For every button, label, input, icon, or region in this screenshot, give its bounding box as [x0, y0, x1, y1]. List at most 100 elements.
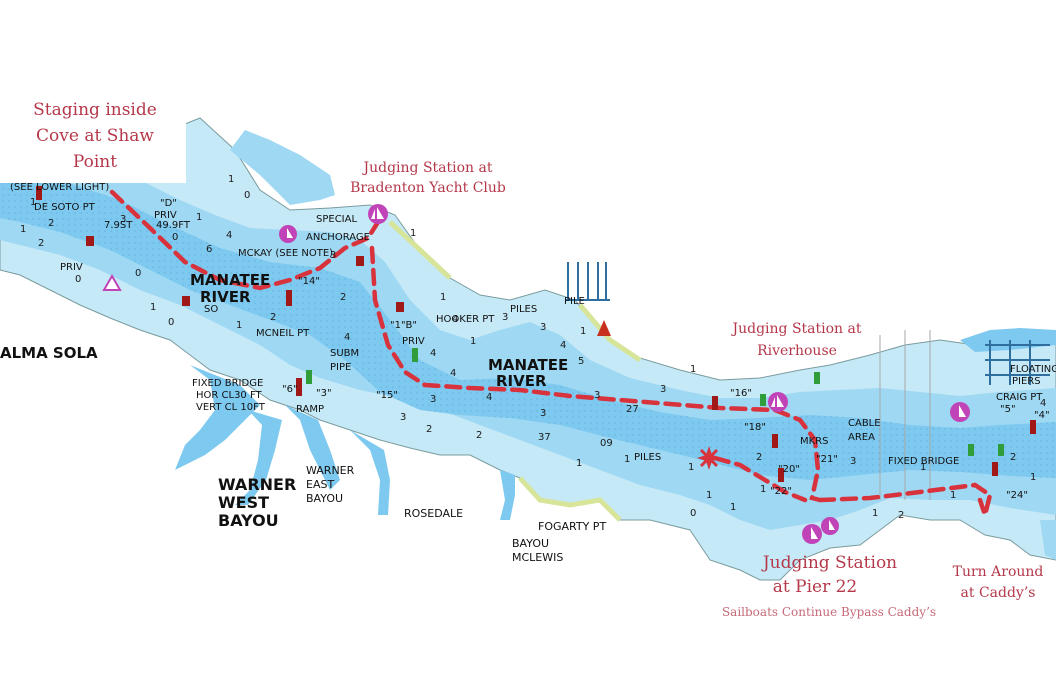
manatee-river-west-label-1: MANATEE [190, 271, 270, 289]
svg-text:4: 4 [452, 314, 458, 325]
svg-text:4: 4 [226, 230, 232, 241]
yacht-club-callout-line2: Bradenton Yacht Club [350, 180, 506, 196]
marina-sailboat-icon [768, 392, 788, 412]
de-soto-pt-label: DE SOTO PT [34, 202, 96, 213]
m3-label: "3" [316, 388, 332, 399]
staging-callout-line1: Staging inside [33, 100, 157, 120]
svg-text:27: 27 [626, 404, 639, 415]
red-channel-marker-icon [182, 296, 190, 306]
priv-label-3: PRIV [402, 336, 425, 347]
marina-sailboat-icon [279, 225, 297, 243]
warner-east-label-3: BAYOU [306, 492, 343, 505]
svg-text:3: 3 [330, 250, 336, 261]
bayou-label: BAYOU [512, 537, 549, 550]
piles-label-2: PILES [634, 452, 661, 463]
svg-text:4: 4 [560, 340, 566, 351]
warner-west-label-2: WEST [218, 493, 269, 512]
red-channel-marker-icon [772, 434, 778, 448]
pier22-callout-line2: at Pier 22 [773, 577, 857, 597]
m24-label: "24" [1006, 490, 1028, 501]
craig-pt-label: CRAIG PT [996, 392, 1043, 403]
svg-text:3: 3 [502, 312, 508, 323]
marina-sailboat-icon [821, 517, 839, 535]
staging-callout-box: Staging inside Cove at Shaw Point [0, 91, 186, 183]
place-names: MANATEE RIVER MANATEE RIVER ALMA SOLA WA… [0, 271, 606, 564]
manatee-river-east-label-2: RIVER [496, 372, 547, 390]
svg-text:1: 1 [688, 462, 694, 473]
route-segment-star-loop [712, 455, 808, 503]
route-segment-yacht-club-to-riverhouse [369, 245, 778, 413]
svg-text:1: 1 [690, 364, 696, 375]
svg-text:4: 4 [430, 348, 436, 359]
priv-label-2: PRIV [60, 262, 83, 273]
svg-text:5: 5 [578, 356, 584, 367]
svg-text:2: 2 [756, 452, 762, 463]
pile-label: PILE [564, 296, 585, 307]
marina-sailboat-icon [368, 204, 388, 224]
caddys-callout-line2: at Caddy’s [961, 585, 1036, 601]
svg-text:3: 3 [660, 384, 666, 395]
floating-label: FLOATING [1010, 364, 1056, 375]
rosedale-label: ROSEDALE [404, 507, 463, 520]
svg-text:0: 0 [168, 317, 174, 328]
b-marker-label: "1"B" [390, 320, 417, 331]
lower-light-label: (SEE LOWER LIGHT) [10, 182, 109, 193]
route-segment-staging-to-yacht-club [109, 189, 381, 291]
svg-text:0: 0 [690, 508, 696, 519]
warner-west-label-3: BAYOU [218, 511, 279, 530]
m20-label: "20" [778, 464, 800, 475]
so-label: SO [204, 304, 218, 315]
red-channel-marker-icon [86, 236, 94, 246]
red-channel-marker-icon [356, 256, 364, 266]
route-segment-pier22-to-caddys [817, 482, 993, 524]
svg-text:1: 1 [30, 197, 36, 208]
svg-text:2: 2 [270, 312, 276, 323]
caddys-callout-line1: Turn Around [953, 564, 1044, 580]
svg-text:3: 3 [400, 412, 406, 423]
green-channel-marker-icon [306, 370, 312, 384]
svg-text:1: 1 [950, 490, 956, 501]
ramp-label: RAMP [296, 404, 324, 415]
mckay-note-label: MCKAY (SEE NOTE) [238, 248, 333, 259]
red-channel-marker-icon [992, 462, 998, 476]
piers-label: PIERS [1012, 376, 1041, 387]
svg-text:6: 6 [206, 244, 212, 255]
svg-text:1: 1 [150, 302, 156, 313]
subm-label: SUBM [330, 348, 359, 359]
hor-cl-label: HOR CL30 FT [196, 390, 263, 401]
svg-text:1: 1 [580, 326, 586, 337]
svg-text:0: 0 [172, 232, 178, 243]
red-channel-marker-icon [296, 378, 302, 396]
pipe-label: PIPE [330, 362, 351, 373]
svg-text:1: 1 [470, 336, 476, 347]
river-water [0, 117, 1056, 581]
red-channel-marker-icon [396, 302, 404, 312]
green-channel-markers [306, 348, 1004, 456]
m15-label: "15" [376, 390, 398, 401]
red-channel-marker-icon [778, 468, 784, 482]
mcneil-pt-label: MCNEIL PT [256, 328, 310, 339]
sailboats-note: Sailboats Continue Bypass Caddy’s [722, 605, 936, 619]
green-channel-marker-icon [412, 348, 418, 362]
svg-text:4: 4 [486, 392, 492, 403]
d-marker-label: "D" [160, 198, 177, 209]
svg-text:3: 3 [850, 456, 856, 467]
svg-text:3: 3 [594, 390, 600, 401]
fixed-bridge-east-label: FIXED BRIDGE [888, 456, 959, 467]
m22-label: "22" [770, 486, 792, 497]
pier22-callout-line1: Judging Station [761, 553, 897, 573]
vert-cl-label: VERT CL 10FT [196, 402, 266, 413]
cable-label: CABLE [848, 418, 881, 429]
red-channel-marker-icon [36, 186, 42, 200]
svg-text:0: 0 [75, 274, 81, 285]
staging-callout-text: Staging inside Cove at Shaw Point [10, 97, 180, 175]
svg-text:1: 1 [624, 454, 630, 465]
hooker-pt-label: HOOKER PT [436, 314, 495, 325]
bridge-clearance-label: 7.9ST [104, 220, 133, 231]
svg-text:3: 3 [540, 322, 546, 333]
m5-label: "5" [1000, 404, 1016, 415]
red-channel-marker-icon [286, 290, 292, 306]
svg-text:1: 1 [730, 502, 736, 513]
manatee-river-east-label-1: MANATEE [488, 356, 568, 374]
